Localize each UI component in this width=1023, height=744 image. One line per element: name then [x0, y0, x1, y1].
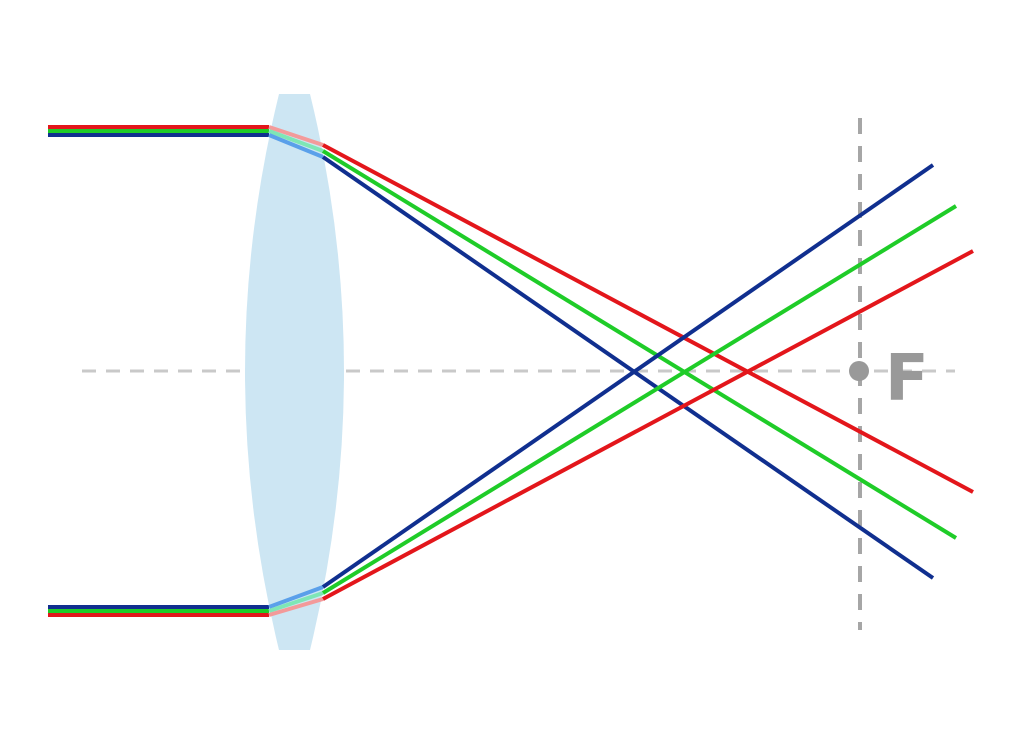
- focal-point-label: F: [885, 342, 929, 416]
- top-rays-in-lens: [268, 125, 324, 159]
- bottom-red-ray-in-lens: [268, 597, 324, 617]
- lens: [245, 94, 344, 650]
- bottom-blue-ray-in-lens: [268, 585, 324, 609]
- top-green-refracted-ray: [321, 149, 958, 540]
- bottom-rays-in-lens: [268, 585, 324, 617]
- bottom-red-refracted-ray: [322, 249, 974, 601]
- bottom-green-ray-in-lens: [268, 591, 324, 613]
- top-blue-refracted-ray: [321, 155, 935, 580]
- top-red-refracted-ray: [322, 143, 974, 494]
- focal-point-dot: [849, 361, 869, 381]
- top-green-ray-in-lens: [268, 129, 324, 153]
- bottom-refracted-rays: [321, 163, 974, 601]
- bottom-incoming-rays: [48, 605, 269, 617]
- bottom-blue-refracted-ray: [321, 163, 935, 589]
- top-red-ray-in-lens: [268, 125, 324, 147]
- top-incoming-rays: [48, 125, 269, 137]
- top-refracted-rays: [321, 143, 974, 580]
- top-blue-ray-in-lens: [268, 133, 324, 159]
- bottom-green-refracted-ray: [321, 204, 958, 595]
